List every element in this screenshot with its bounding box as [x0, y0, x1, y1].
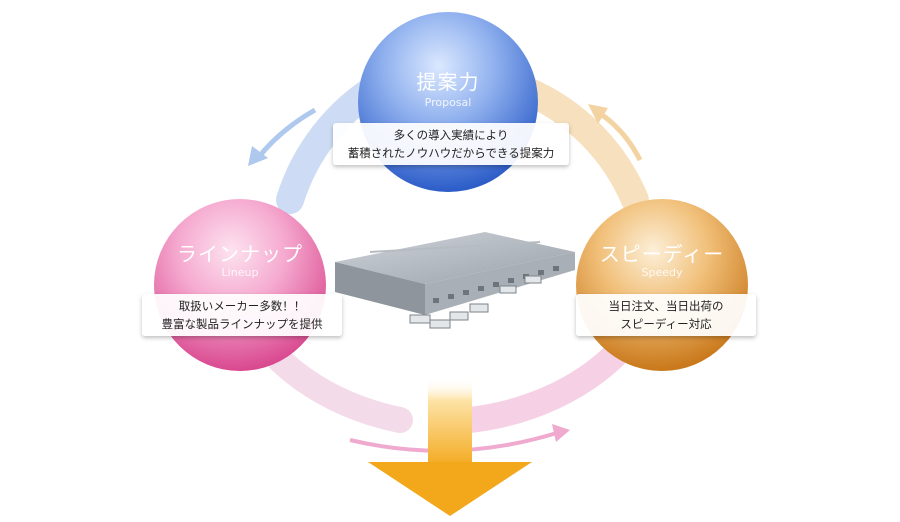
speedy-line-2: スピーディー対応 — [620, 317, 712, 331]
proposal-title: 提案力 — [416, 70, 480, 94]
lineup-description: 取扱いメーカー多数！！ 豊富な製品ラインナップを提供 — [142, 294, 342, 336]
lineup-line-1: 取扱いメーカー多数！！ — [178, 299, 306, 313]
lineup-circle — [154, 199, 326, 371]
flow-arrowhead-bottom-icon — [552, 424, 570, 442]
warehouse-illustration — [335, 232, 575, 329]
flow-arrowhead-top-left-icon — [248, 146, 268, 166]
lineup-line-2: 豊富な製品ラインナップを提供 — [161, 317, 323, 331]
flow-arrowhead-top-right-icon — [588, 104, 608, 124]
lineup-subtitle: Lineup — [221, 266, 259, 279]
proposal-line-2: 蓄積されたノウハウだからできる提案力 — [347, 146, 555, 160]
speedy-circle — [576, 199, 748, 371]
ring-segment-pink-left — [267, 347, 413, 433]
ring-segment-pink-right — [457, 337, 633, 433]
ring-segment-orange — [511, 76, 649, 214]
flow-arrow-top-left-icon — [256, 107, 317, 160]
speedy-description: 当日注文、当日出荷の スピーディー対応 — [576, 294, 756, 336]
speedy-subtitle: Speedy — [641, 266, 683, 279]
proposal-description: 多くの導入実績により 蓄積されたノウハウだからできる提案力 — [333, 123, 569, 165]
proposal-subtitle: Proposal — [424, 96, 472, 109]
down-arrow-icon — [368, 378, 532, 516]
lineup-title: ラインナップ — [177, 242, 303, 266]
speedy-title: スピーディー — [599, 242, 725, 266]
proposal-line-1: 多くの導入実績により — [393, 128, 509, 142]
speedy-line-1: 当日注文、当日出荷の — [608, 299, 724, 313]
